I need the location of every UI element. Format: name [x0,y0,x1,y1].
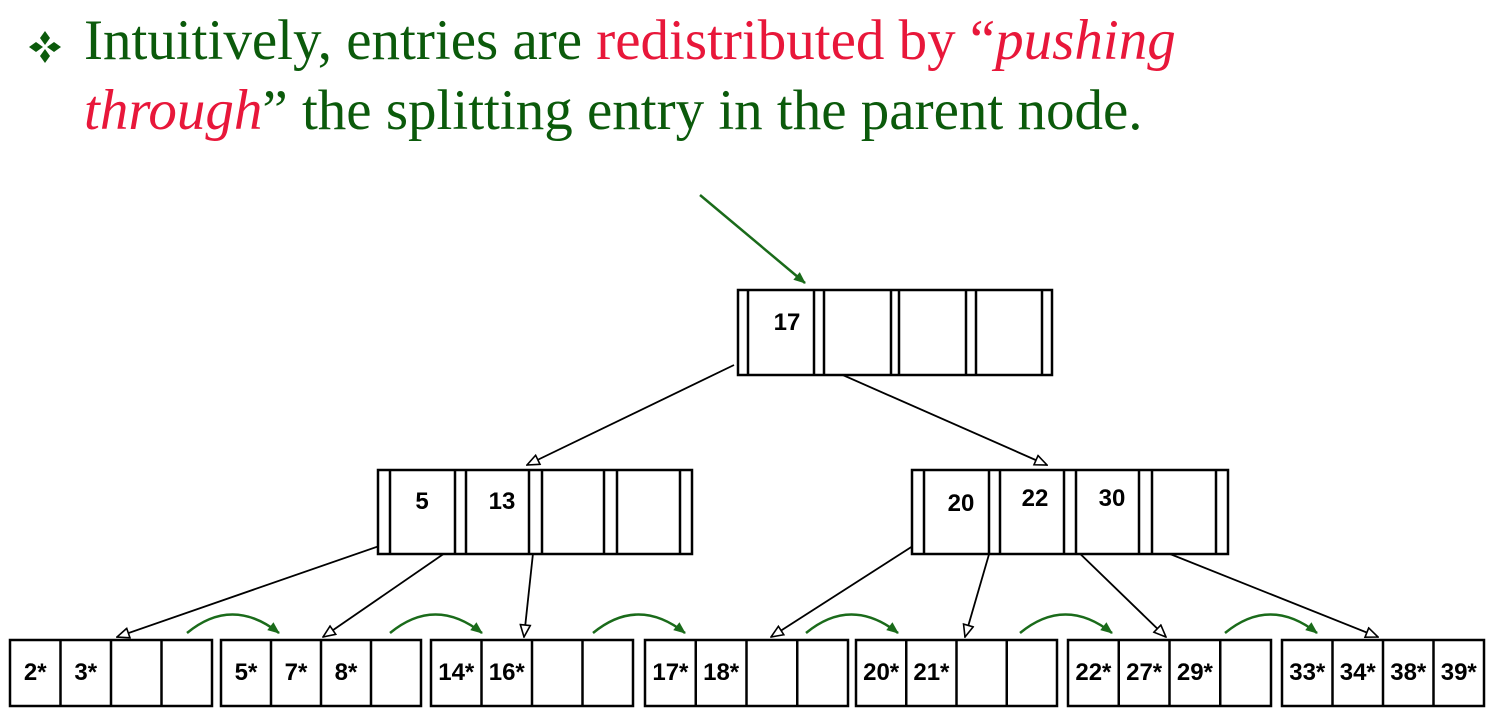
leaf-entry: 29* [1177,659,1214,686]
diamond-bullet-icon [29,31,61,63]
leaf-entry: 2* [24,659,47,686]
internal-node-right-box [910,468,1230,556]
heading-part-2: ” the splitting entry in the parent node… [262,79,1143,142]
pointer-arrow [323,543,459,637]
leaf-entry: 38* [1390,659,1427,686]
internal-node-right-key: 20 [948,490,975,517]
pointer-arrow [819,364,1047,465]
heading-part-1: Intuitively, entries are [84,9,597,72]
leaf-node: 20* 21* [854,638,1059,708]
leaf-entry: 21* [913,659,950,686]
leaf-node: 2* 3* [8,638,214,708]
root-node-key: 17 [774,309,801,336]
leaf-entry: 22* [1075,659,1112,686]
pointer-arrow [1144,543,1378,637]
internal-node-left-key: 5 [415,488,428,515]
bullet-text: Intuitively, entries are redistributed b… [84,6,1484,146]
internal-node-right-key: 22 [1022,485,1049,512]
internal-node-left: 5 13 [376,468,694,556]
root-node-box [736,288,1054,377]
leaf-entry: 16* [489,659,526,686]
leaf-entry: 39* [1441,659,1478,686]
sibling-arrow [1224,613,1318,634]
leaf-entry: 33* [1289,659,1326,686]
heading-italic-through: through [84,79,263,142]
leaf-entry: 34* [1340,659,1377,686]
pointer-arrow [965,543,993,637]
tree-edges [117,194,1378,637]
heading-italic-pushing: pushing [995,9,1176,72]
sibling-arrow [592,613,686,634]
leaf-entry: 7* [285,659,308,686]
pointer-arrow [771,543,917,637]
leaf-entry: 5* [235,659,258,686]
sibling-arrow [805,613,899,634]
leaf-node: 5* 7* 8* [219,638,423,708]
leaf-entry: 8* [335,659,358,686]
heading-highlight-1: redistributed by “ [596,9,996,72]
root-node: 17 [736,288,1054,377]
leaf-entry: 18* [703,659,740,686]
leaf-node: 17* 18* [643,638,850,708]
leaf-entry: 27* [1126,659,1163,686]
pointer-arrow [527,364,735,465]
leaf-entry: 17* [652,659,689,686]
leaf-node: 22* 27* 29* [1066,638,1273,708]
internal-node-right-key: 30 [1099,485,1126,512]
leaf-entry: 20* [863,659,900,686]
leaf-entry: 14* [438,659,475,686]
sibling-arrow [186,613,280,634]
leaf-node: 33* 34* 38* 39* [1280,638,1486,708]
internal-node-right: 20 22 30 [910,468,1230,556]
leaf-node: 14* 16* [429,638,635,708]
sibling-redistribution-arrows [186,613,1318,634]
pointer-arrow [1069,543,1166,637]
internal-node-left-key: 13 [489,488,516,515]
sibling-arrow [389,613,483,634]
internal-node-left-box [376,468,694,556]
insert-arrow [699,194,806,284]
sibling-arrow [1019,613,1113,634]
pointer-arrow [117,543,386,637]
pointer-arrow [524,543,535,637]
leaf-entry: 3* [74,659,97,686]
